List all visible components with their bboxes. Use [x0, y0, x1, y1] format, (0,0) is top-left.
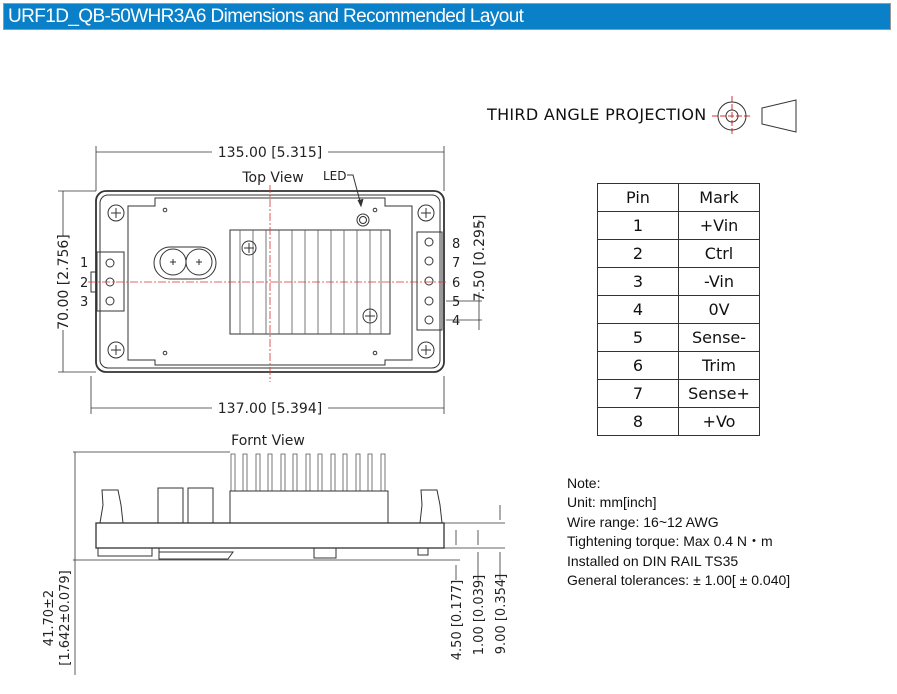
pin-number: 4: [452, 314, 460, 329]
dim-1-00: 1.00 [0.039]: [472, 575, 487, 655]
note-line: Tightening torque: Max 0.4 N・m: [567, 533, 773, 550]
table-row: 8+Vo: [597, 407, 760, 436]
col-header: Mark: [678, 183, 760, 212]
dim-4-50: 4.50 [0.177]: [450, 580, 465, 660]
right-terminal-block: [416, 231, 443, 331]
dim-width-bottom: 137.00 [5.394]: [218, 401, 322, 417]
table-row: 3-Vin: [597, 267, 760, 296]
pin-cell: 7: [597, 379, 679, 408]
front-view-label: Fornt View: [231, 433, 305, 449]
mark-cell: 0V: [678, 295, 760, 324]
top-view-label: Top View: [241, 170, 303, 186]
note-line: Note:: [567, 475, 601, 491]
table-row: 1+Vin: [597, 211, 760, 240]
pin-number: 1: [80, 256, 88, 271]
mark-cell: +Vo: [678, 407, 760, 436]
pin-cell: 6: [597, 351, 679, 380]
pin-number: 3: [80, 295, 88, 310]
note-line: Installed on DIN RAIL TS35: [567, 552, 739, 569]
projection-label: THIRD ANGLE PROJECTION: [487, 105, 707, 124]
pin-cell: 4: [597, 295, 679, 324]
top-view-drawing: [58, 146, 482, 414]
projection-symbol-icon: [712, 96, 797, 136]
pin-cell: 2: [597, 239, 679, 268]
mark-cell: Trim: [678, 351, 760, 380]
corner-screw-icon: [107, 204, 435, 359]
dim-total-height: 41.70±2: [42, 590, 57, 646]
pin-cell: 1: [597, 211, 679, 240]
front-view-drawing: [73, 451, 505, 675]
note-line: General tolerances: ± 1.00[ ± 0.040]: [567, 572, 791, 589]
mark-cell: Ctrl: [678, 239, 760, 268]
pin-cell: 5: [597, 323, 679, 352]
pin-cell: 3: [597, 267, 679, 296]
mark-cell: Sense+: [678, 379, 760, 408]
note-line: Unit: mm[inch]: [567, 494, 657, 511]
title-bar: URF1D_QB-50WHR3A6 Dimensions and Recomme…: [3, 3, 891, 30]
pin-number: 5: [452, 295, 460, 310]
col-header: Pin: [597, 183, 679, 212]
led-label: LED: [323, 169, 347, 183]
notes: Note: Unit: mm[inch] Wire range: 16~12 A…: [567, 474, 790, 590]
pin-cell: 8: [597, 407, 679, 436]
mark-cell: Sense-: [678, 323, 760, 352]
dim-width-top: 135.00 [5.315]: [218, 145, 322, 161]
mark-cell: +Vin: [678, 211, 760, 240]
page-title: URF1D_QB-50WHR3A6 Dimensions and Recomme…: [8, 6, 524, 27]
note-line: Wire range: 16~12 AWG: [567, 513, 719, 530]
dim-height: 70.00 [2.756]: [56, 234, 72, 330]
led-icon: [356, 213, 370, 227]
mark-cell: -Vin: [678, 267, 760, 296]
dim-total-height-inch: [1.642±0.079]: [58, 570, 73, 665]
dim-pin-pitch: 7.50 [0.295]: [472, 215, 488, 302]
dim-9-00: 9.00 [0.354]: [494, 574, 509, 654]
pin-number: 8: [452, 237, 460, 252]
pin-number: 2: [80, 276, 88, 291]
pin-number: 7: [452, 256, 460, 271]
pin-number: 6: [452, 276, 460, 291]
